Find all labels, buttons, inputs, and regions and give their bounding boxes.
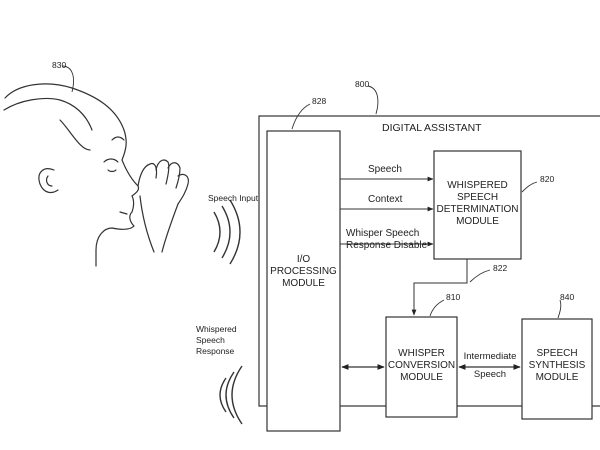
whispered-response-line-1: Whispered xyxy=(196,324,237,334)
leader-822 xyxy=(469,269,491,283)
digital-assistant-title: DIGITAL ASSISTANT xyxy=(382,122,482,134)
synth-label-line-2: SYNTHESIS xyxy=(528,360,586,371)
speech-arrow-label: Speech xyxy=(368,164,402,175)
speech-input-label: Speech Input xyxy=(208,193,259,203)
det-label-line-4: MODULE xyxy=(456,216,499,227)
io-label-line-3: MODULE xyxy=(282,278,325,289)
link-822-arrow xyxy=(411,259,468,316)
ref-820: 820 xyxy=(540,174,555,184)
whispered-response-label: Whispered Speech Response xyxy=(196,324,237,357)
io-label-line-2: PROCESSING xyxy=(270,266,337,277)
conv-label-line-1: WHISPER xyxy=(398,348,445,359)
det-label-line-2: SPEECH xyxy=(456,192,499,203)
leader-800 xyxy=(367,85,379,115)
whispered-response-waves xyxy=(219,365,243,425)
leader-820 xyxy=(521,181,538,193)
intermediate-line-2: Speech xyxy=(473,369,507,380)
whispered-response-line-3: Response xyxy=(196,346,235,356)
ref-828: 828 xyxy=(312,96,327,106)
intermediate-line-1: Intermediate xyxy=(463,351,517,362)
whisper-conversion-box xyxy=(385,316,458,418)
hand-illustration xyxy=(137,159,189,253)
leader-840 xyxy=(557,299,562,319)
speech-synthesis-label: SPEECH SYNTHESIS MODULE xyxy=(522,348,592,384)
ref-840: 840 xyxy=(560,292,575,302)
ref-810: 810 xyxy=(446,292,461,302)
speech-synthesis-box xyxy=(521,318,593,420)
io-processing-module-label: I/O PROCESSING MODULE xyxy=(267,254,340,290)
det-label-line-1: WHISPERED xyxy=(447,180,508,191)
whisper-disable-label: Whisper Speech Response Disable xyxy=(346,228,427,252)
whisper-disable-line-2: Response Disable xyxy=(346,240,428,251)
person-head-illustration xyxy=(3,83,140,267)
conv-label-line-3: MODULE xyxy=(400,372,443,383)
ref-800: 800 xyxy=(355,79,370,89)
det-label-line-3: DETERMINATION xyxy=(436,204,519,215)
conv-label-line-2: CONVERSION xyxy=(387,360,456,371)
synth-label-line-1: SPEECH xyxy=(536,348,578,359)
synth-label-line-3: MODULE xyxy=(535,372,579,383)
speech-input-waves xyxy=(213,199,241,265)
io-processing-module-box xyxy=(266,130,341,432)
whispered-response-line-2: Speech xyxy=(196,335,225,345)
leader-828 xyxy=(291,103,311,130)
whispered-speech-determination-box xyxy=(433,150,522,260)
ref-822: 822 xyxy=(493,263,508,273)
leader-810 xyxy=(429,299,445,317)
leader-830 xyxy=(61,65,74,93)
context-arrow-label: Context xyxy=(368,194,403,205)
whispered-speech-determination-label: WHISPERED SPEECH DETERMINATION MODULE xyxy=(434,180,521,228)
whisper-conversion-label: WHISPER CONVERSION MODULE xyxy=(386,348,457,384)
ref-830: 830 xyxy=(52,60,67,70)
io-label-line-1: I/O xyxy=(296,254,311,265)
intermediate-speech-label: Intermediate Speech xyxy=(460,351,520,381)
whisper-disable-line-1: Whisper Speech xyxy=(346,228,420,239)
